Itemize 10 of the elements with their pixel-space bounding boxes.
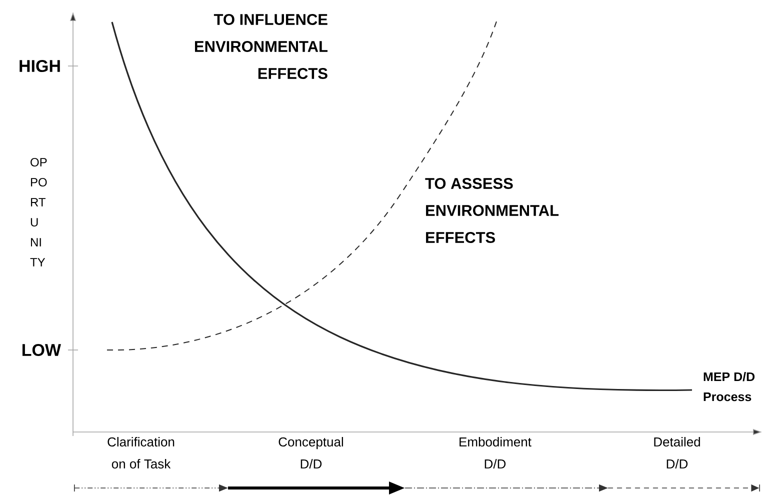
phase-label: Conceptual D/D xyxy=(278,436,343,469)
phase-label: Embodiment D/D xyxy=(460,436,532,469)
axis-title: OP PO RT U NI TY xyxy=(30,158,47,266)
phase-label: Detailed D/D xyxy=(654,436,700,469)
axis-title: MEP D/D Process xyxy=(704,372,755,402)
phase-label: Clarification on of Task xyxy=(108,436,174,469)
curve-label: TO ASSESS ENVIRONMENTAL EFFECTS xyxy=(425,178,559,243)
axis-label: LOW xyxy=(22,344,61,356)
axis-label: HIGH xyxy=(20,60,60,72)
curve-label: TO INFLUENCE ENVIRONMENTAL EFFECTS xyxy=(195,14,328,79)
